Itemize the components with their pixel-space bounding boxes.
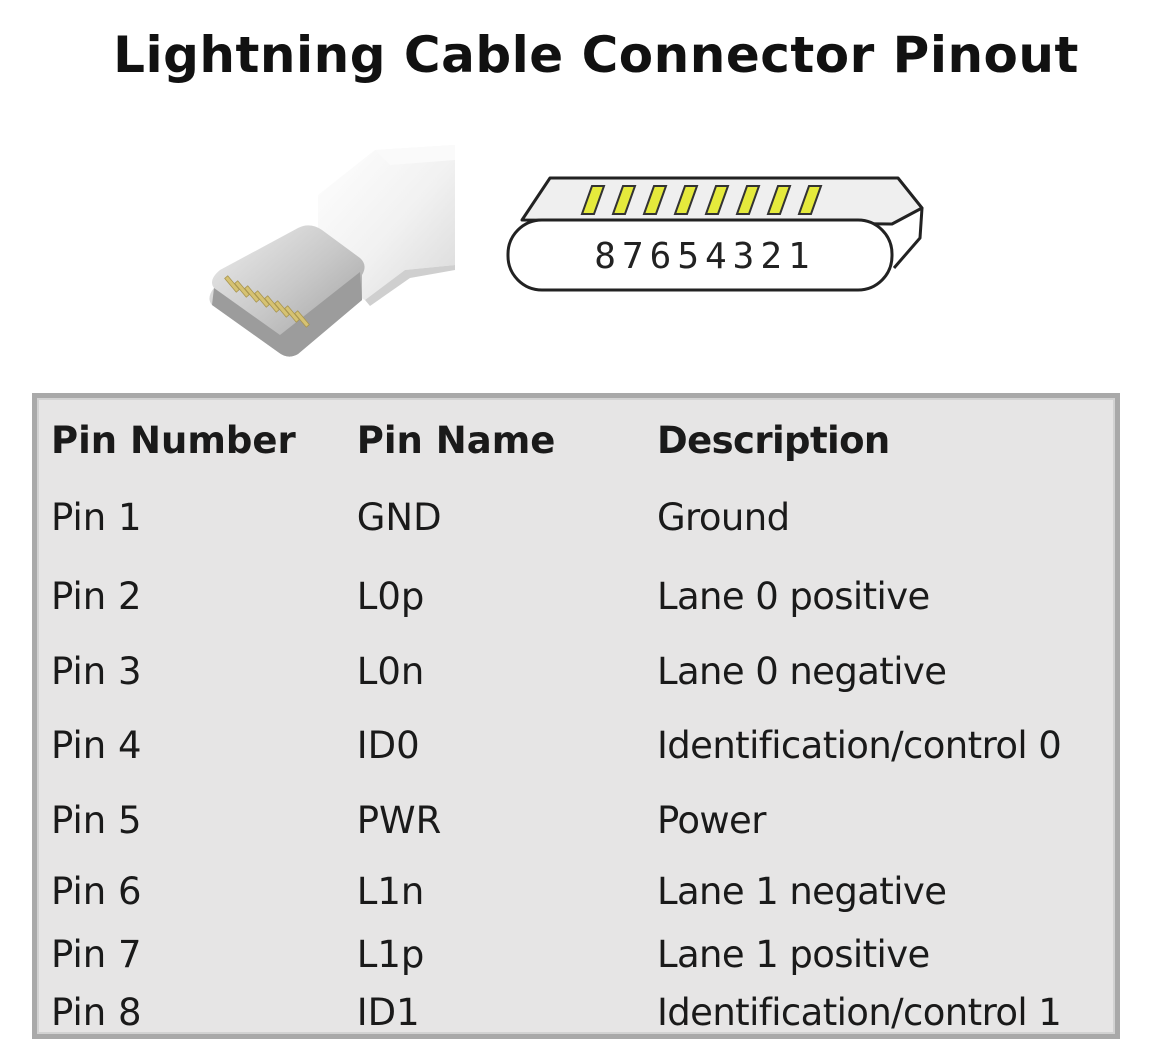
pin-name-cell: L0p <box>356 574 425 618</box>
pin-name-cell: L0n <box>356 649 425 693</box>
pin-numbers-label: 87654321 <box>594 236 815 277</box>
table-row: Pin 8 ID1 Identification/control 1 <box>51 984 1115 1040</box>
table-row: Pin 1 GND Ground <box>51 476 1115 558</box>
pin-number-cell: Pin 1 <box>51 495 142 539</box>
pinout-table: Pin Number Pin Name Description Pin 1 GN… <box>51 404 1115 1040</box>
pin-numbering-diagram: 87654321 <box>506 176 924 292</box>
pin-name-cell: PWR <box>356 798 442 842</box>
table-row: Pin 4 ID0 Identification/control 0 <box>51 708 1115 782</box>
description-cell: Lane 0 negative <box>656 649 947 693</box>
page-title: Lightning Cable Connector Pinout <box>113 26 1079 84</box>
description-cell: Lane 0 positive <box>656 574 930 618</box>
pin-name-cell: GND <box>356 495 442 539</box>
description-cell: Lane 1 negative <box>656 869 947 913</box>
pin-name-cell: L1p <box>356 932 425 976</box>
table-header-row: Pin Number Pin Name Description <box>51 404 1115 476</box>
lightning-plug-illustration <box>209 145 455 357</box>
description-cell: Identification/control 0 <box>656 723 1062 767</box>
pin-number-cell: Pin 2 <box>51 574 142 618</box>
table-row: Pin 6 L1n Lane 1 negative <box>51 858 1115 924</box>
pin-number-cell: Pin 4 <box>51 723 142 767</box>
description-cell: Ground <box>656 495 790 539</box>
pin-number-cell: Pin 7 <box>51 932 142 976</box>
pin-number-cell: Pin 5 <box>51 798 142 842</box>
description-cell: Power <box>656 798 766 842</box>
description-cell: Lane 1 positive <box>656 932 930 976</box>
column-header-description: Description <box>656 418 890 462</box>
table-row: Pin 2 L0p Lane 0 positive <box>51 558 1115 634</box>
column-header-pin-name: Pin Name <box>356 418 556 462</box>
column-header-pin-number: Pin Number <box>51 418 296 462</box>
pin-name-cell: ID1 <box>356 990 420 1034</box>
pinout-table-panel: Pin Number Pin Name Description Pin 1 GN… <box>32 393 1120 1039</box>
pin-name-cell: L1n <box>356 869 425 913</box>
pin-number-cell: Pin 8 <box>51 990 142 1034</box>
table-row: Pin 7 L1p Lane 1 positive <box>51 924 1115 984</box>
table-row: Pin 3 L0n Lane 0 negative <box>51 634 1115 708</box>
pin-number-cell: Pin 6 <box>51 869 142 913</box>
description-cell: Identification/control 1 <box>656 990 1062 1034</box>
pin-number-cell: Pin 3 <box>51 649 142 693</box>
pin-name-cell: ID0 <box>356 723 420 767</box>
table-row: Pin 5 PWR Power <box>51 782 1115 858</box>
